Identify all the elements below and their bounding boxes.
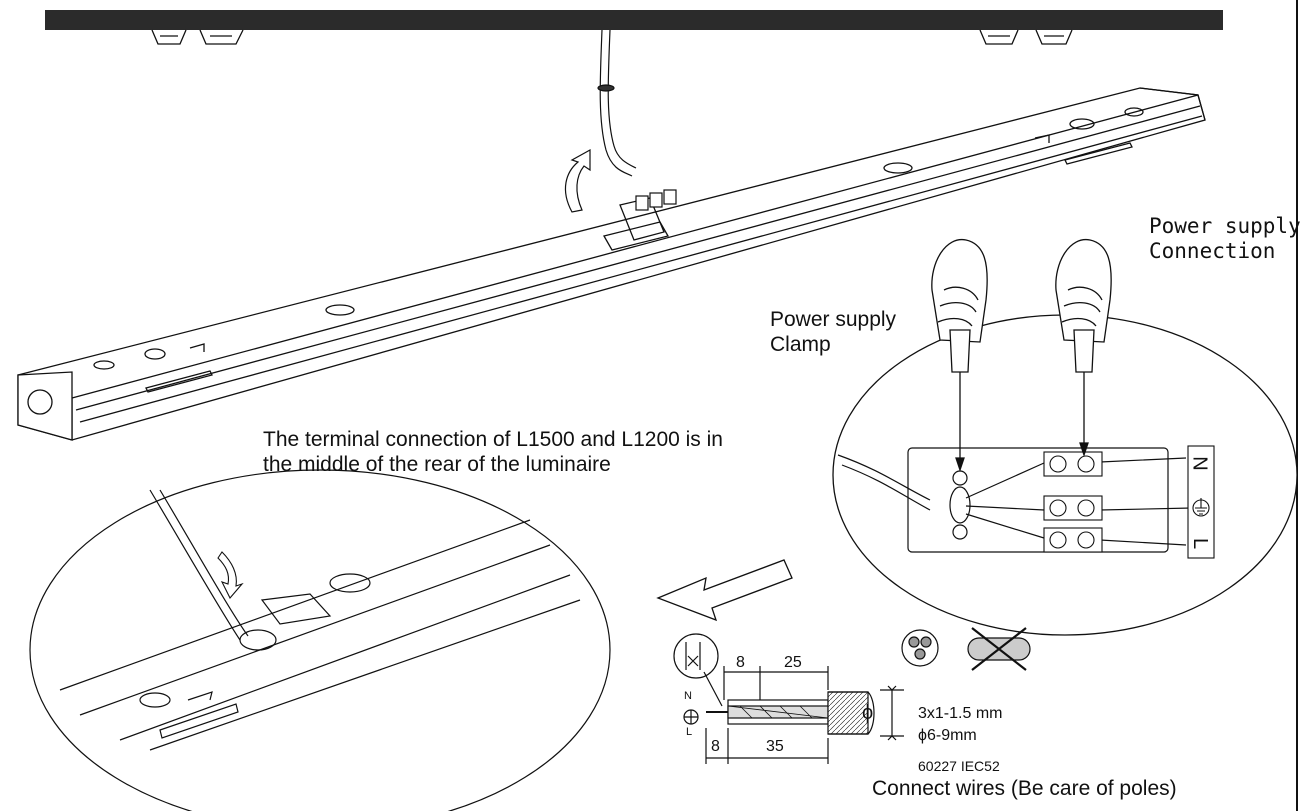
- wire-spec-size: 3x1-1.5 mm: [918, 705, 1003, 722]
- rotate-arrow-icon: [564, 148, 591, 213]
- screwdriver-clamp: [931, 239, 988, 473]
- cable-round-ok-icon: [901, 629, 939, 667]
- wire-spec-diameter: ϕ6-9mm: [918, 727, 977, 744]
- marking-live-left: L: [686, 726, 693, 738]
- note-line: The terminal connection of L1500 and L12…: [263, 428, 723, 451]
- connect-wires-note: Connect wires (Be care of poles): [872, 777, 1177, 800]
- ceiling-bracket-left: [151, 29, 244, 45]
- ceiling-bracket-right: [979, 29, 1073, 45]
- cable-flat-not-ok-icon: [967, 627, 1031, 671]
- ceiling-rail: [45, 10, 1223, 30]
- wire-strip-drawing: [673, 633, 904, 764]
- marking-live-strip: L: [1189, 537, 1212, 550]
- detail-rotate-arrow-icon: [217, 551, 244, 599]
- detail-circle-rear: [29, 469, 611, 811]
- detail-circle-terminal: [832, 314, 1298, 636]
- dim-top-short: 8: [736, 654, 745, 671]
- terminal-block-on-body: [635, 189, 677, 211]
- luminaire-body: [17, 87, 1206, 441]
- terminal-screws: [1043, 451, 1103, 553]
- wire-spec-standard: 60227 IEC52: [918, 758, 1000, 774]
- direction-arrow-icon: [656, 559, 793, 622]
- power-supply-clamp-label: Power supply Clamp: [770, 308, 896, 358]
- screwdriver-connection: [1055, 239, 1112, 458]
- power-supply-connection-label: Power supply Connection: [1149, 214, 1301, 264]
- dim-bottom-short: 8: [711, 738, 720, 755]
- marking-neutral-left: N: [684, 690, 692, 702]
- dim-diameter-symbol: ϕ: [862, 702, 874, 724]
- earth-symbol-icon: [1192, 498, 1210, 517]
- label-line: Power supply: [770, 308, 897, 331]
- label-line: Clamp: [770, 332, 831, 356]
- supply-cable: [597, 29, 637, 177]
- note-line: the middle of the rear of the luminaire: [263, 452, 611, 476]
- label-line: Connection: [1149, 238, 1276, 263]
- dim-top-long: 25: [784, 654, 802, 671]
- dim-bottom-long: 35: [766, 738, 784, 755]
- label-line: Power supply: [1149, 214, 1301, 238]
- marking-neutral-strip: N: [1188, 456, 1211, 471]
- terminal-note: The terminal connection of L1500 and L12…: [263, 428, 723, 478]
